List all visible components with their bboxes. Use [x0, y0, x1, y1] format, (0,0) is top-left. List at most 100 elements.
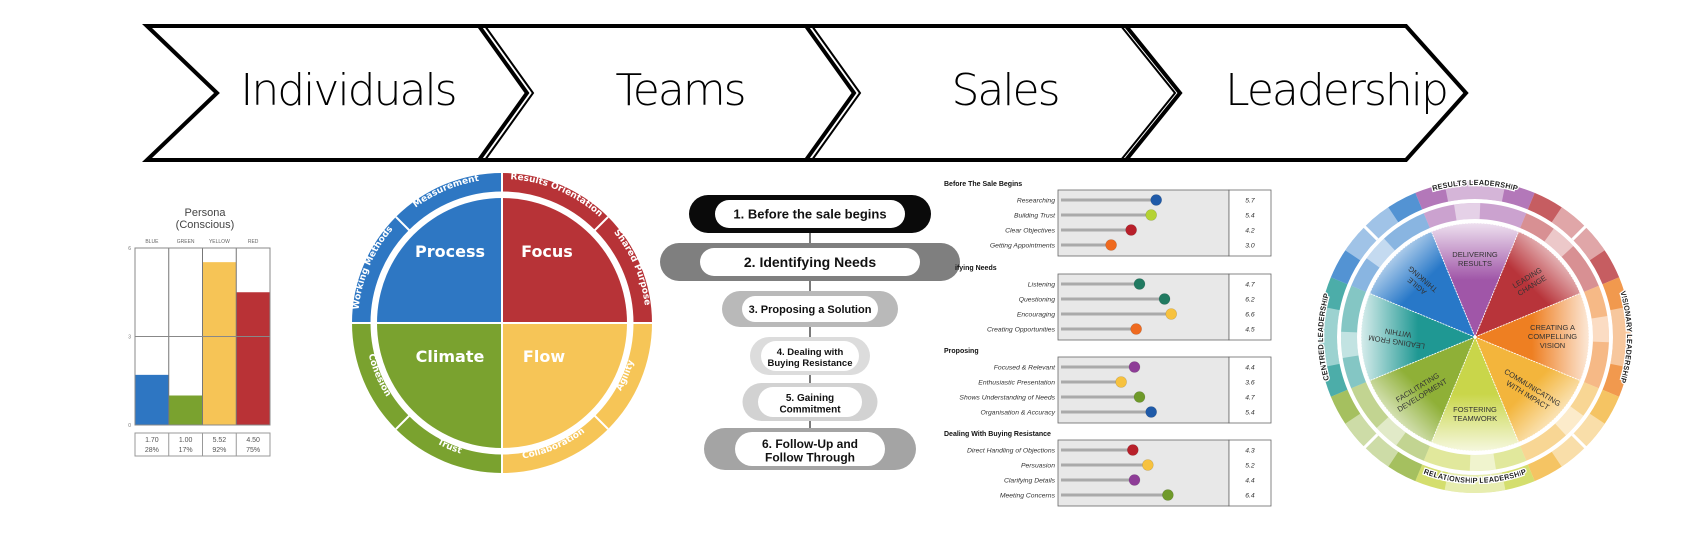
teams-quadrant-label: Flow — [523, 347, 565, 366]
persona-bar — [168, 395, 203, 425]
sales-lollipop-dot — [1133, 391, 1146, 403]
sales-item-label: Meeting Concerns — [1000, 493, 1056, 500]
teams-ring-arc — [502, 173, 652, 323]
leadership-outer-separator — [1571, 224, 1588, 241]
sales-step-label-line2: Commitment — [779, 405, 841, 416]
sales-step-label-line1: 5. Gaining — [786, 393, 834, 404]
sales-step-label-line1: 4. Dealing with — [777, 347, 844, 358]
sales-item-value: 5.2 — [1245, 463, 1255, 470]
leadership-segment — [1369, 231, 1476, 338]
leadership-outer-separator — [1362, 224, 1379, 241]
leadership-mid-ring-highlight — [1341, 331, 1359, 358]
sales-step-label-line2: Buying Resistance — [768, 358, 853, 369]
teams-ring-separator — [593, 414, 609, 430]
sales-section-title: Proposing — [944, 348, 979, 355]
sales-lollipop-dot — [1158, 293, 1171, 305]
sales-lollipop-dot — [1165, 308, 1178, 320]
teams-quadrant-climate — [377, 323, 502, 448]
sales-step-label-line2: Follow Through — [765, 451, 855, 465]
sales-step-3[interactable]: 3. Proposing a Solution — [722, 291, 898, 327]
sales-step-inner — [735, 432, 885, 466]
leadership-segment — [1430, 335, 1520, 452]
leadership-ring-gap-inner — [1357, 219, 1593, 455]
sales-step-1[interactable]: 1. Before the sale begins — [689, 195, 931, 233]
sales-item-label: Focused & Relevant — [994, 365, 1056, 372]
sales-item-label: Organisation & Accuracy — [980, 410, 1055, 417]
leadership-outer-ring-arc — [1415, 181, 1535, 210]
persona-bar — [236, 292, 270, 425]
sales-section-title: ifying Needs — [955, 265, 997, 272]
sales-item-value: 4.4 — [1245, 365, 1255, 372]
sales-section-title: Dealing With Buying Resistance — [944, 431, 1051, 438]
persona-category-label: GREEN — [177, 239, 195, 245]
persona-percent: 92% — [212, 447, 226, 454]
leadership-segment — [1369, 336, 1476, 443]
teams-ring-arc — [352, 323, 502, 473]
teams-quadrant-flow — [502, 323, 627, 448]
persona-title: Persona — [185, 207, 227, 219]
sales-value-box — [1228, 439, 1272, 507]
leadership-mid-ring-highlight — [1366, 238, 1395, 268]
leadership-mid-ring-highlight — [1591, 316, 1610, 343]
sales-value-box — [1228, 273, 1272, 341]
stage-chevron-leadership[interactable]: Leadership — [1120, 24, 1469, 162]
persona-ytick: 0 — [128, 423, 131, 429]
sales-lollipop-dot — [1125, 224, 1137, 236]
sales-item-label: Encouraging — [1017, 312, 1055, 319]
sales-lollipop-dot — [1128, 361, 1141, 373]
sales-item-value: 6.4 — [1245, 493, 1255, 500]
sales-item-value: 4.2 — [1245, 228, 1255, 235]
sales-section-title: Before The Sale Begins — [944, 181, 1022, 188]
sales-lollipop-dot — [1145, 209, 1157, 221]
stage-chevron-teams[interactable]: Teams — [475, 24, 871, 162]
sales-item-value: 4.7 — [1245, 395, 1255, 402]
sales-step-inner — [742, 296, 878, 322]
sales-process-steps: 1. Before the sale begins 2. Identifying … — [660, 195, 960, 470]
sales-item-label: Getting Appointments — [990, 243, 1056, 250]
sales-step-2[interactable]: 2. Identifying Needs — [660, 243, 960, 281]
leadership-outer-ring-highlight — [1318, 306, 1340, 368]
sales-item-label: Shows Understanding of Needs — [959, 395, 1055, 402]
persona-ytick: 6 — [128, 246, 131, 252]
persona-category-label: RED — [248, 239, 259, 245]
persona-category-label: YELLOW — [209, 239, 230, 245]
sales-item-label: Building Trust — [1014, 213, 1056, 220]
sales-lollipop-dot — [1162, 489, 1174, 501]
sales-lollipop-dot — [1133, 278, 1146, 290]
sales-step-inner — [700, 248, 920, 276]
leadership-segment — [1473, 292, 1590, 382]
sales-item-label: Direct Handling of Objections — [967, 448, 1056, 455]
leadership-mid-ring-highlight — [1555, 406, 1584, 436]
sales-step-label-line1: 6. Follow-Up and — [762, 437, 858, 451]
stage-chevron-sales[interactable]: Sales — [802, 24, 1197, 162]
teams-ring-arc — [352, 173, 502, 323]
persona-value: 5.52 — [213, 437, 227, 444]
stage-chevron-individuals[interactable]: Individuals — [142, 24, 544, 162]
teams-ring-separator — [395, 414, 411, 430]
stage-chevrons: Individuals Teams Sales Leadership — [142, 24, 1469, 162]
leadership-segment — [1474, 336, 1581, 443]
sales-item-label: Questioning — [1019, 297, 1055, 304]
teams-quadrant-process — [377, 198, 502, 323]
leadership-outer-ring-arc — [1415, 464, 1535, 493]
sales-item-value: 6.6 — [1245, 312, 1255, 319]
leadership-outer-ring-highlight — [1610, 306, 1632, 368]
sales-item-value: 4.5 — [1245, 327, 1255, 334]
sales-lollipop-dot — [1145, 406, 1157, 418]
teams-quadrant-label: Process — [415, 242, 485, 261]
leadership-segment — [1430, 222, 1520, 339]
sales-step-inner — [715, 200, 905, 228]
sales-item-value: 4.4 — [1245, 478, 1255, 485]
sales-step-label: 3. Proposing a Solution — [749, 304, 872, 316]
sales-lollipop-dot — [1142, 459, 1154, 471]
